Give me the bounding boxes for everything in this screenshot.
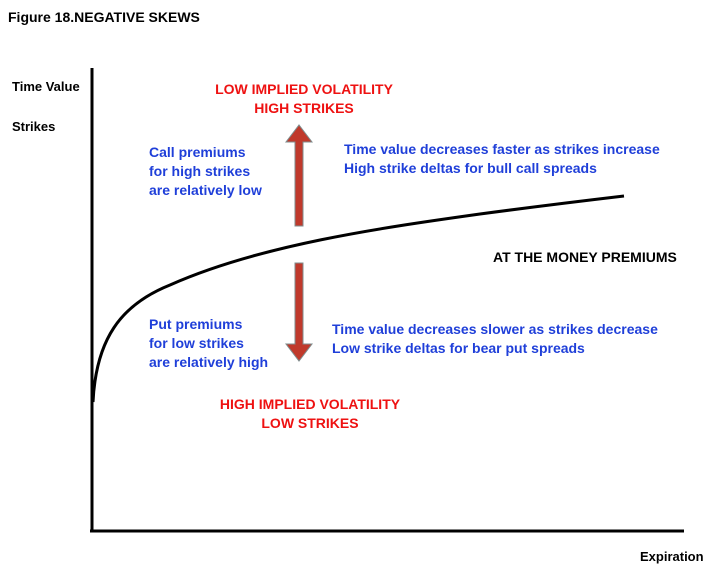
- up-arrow-icon: [284, 124, 314, 227]
- x-axis-label-expiration: Expiration: [640, 549, 704, 564]
- call-premiums-note: Call premiums for high strikes are relat…: [149, 144, 262, 198]
- y-axis-label-strikes: Strikes: [12, 119, 56, 134]
- put-premiums-note: Put premiums for low strikes are relativ…: [149, 316, 269, 370]
- low-iv-high-strikes-label: LOW IMPLIED VOLATILITY HIGH STRIKES: [215, 81, 393, 116]
- at-the-money-label: AT THE MONEY PREMIUMS: [493, 249, 677, 265]
- figure-title: Figure 18.NEGATIVE SKEWS: [8, 9, 200, 25]
- down-arrow-icon: [284, 262, 314, 362]
- high-iv-low-strikes-label: HIGH IMPLIED VOLATILITY LOW STRIKES: [219, 396, 401, 431]
- y-axis-label-time-value: Time Value: [12, 79, 80, 94]
- lower-right-note: Time value decreases slower as strikes d…: [332, 321, 658, 356]
- upper-right-note: Time value decreases faster as strikes i…: [344, 141, 660, 176]
- atm-premium-curve: [91, 194, 625, 403]
